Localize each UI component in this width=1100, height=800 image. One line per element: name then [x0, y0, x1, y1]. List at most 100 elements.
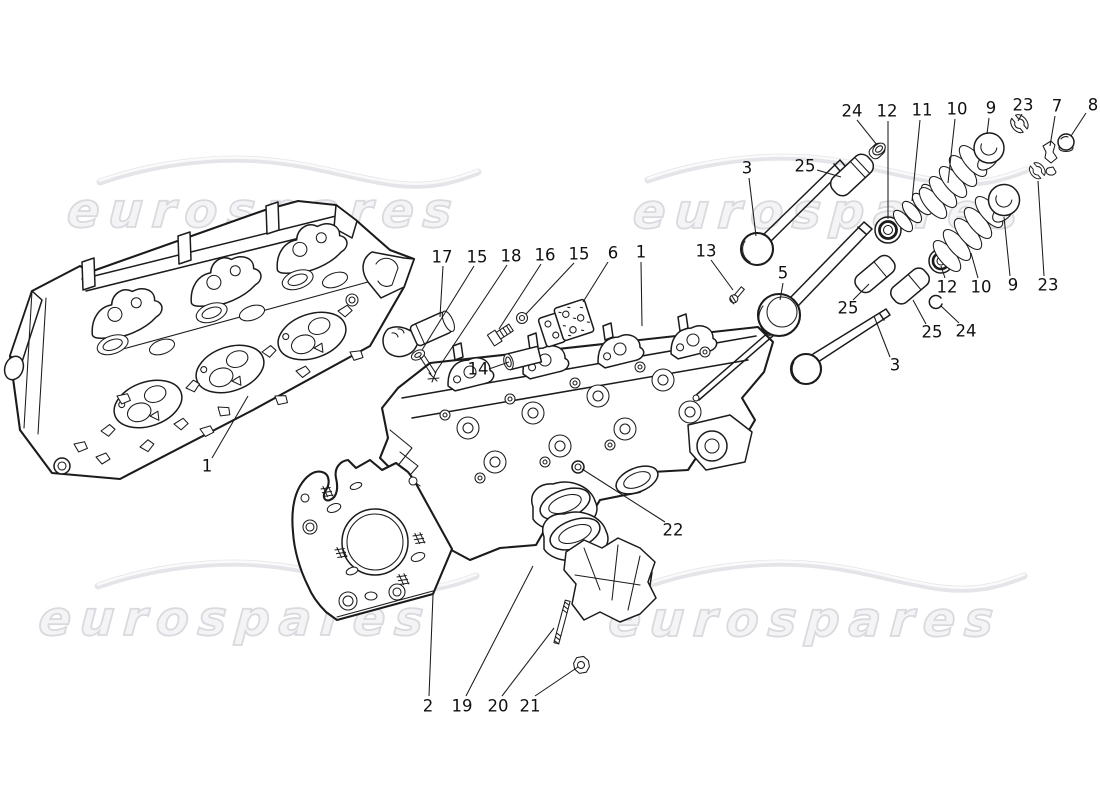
leader-line-18-12 — [434, 264, 508, 374]
nut-21 — [573, 655, 590, 674]
callout-15-11: 15 — [467, 248, 488, 267]
collets-23b — [1029, 162, 1046, 180]
leader-line-1-16 — [640, 261, 643, 327]
leader-line-24-0 — [856, 119, 878, 146]
leader-line-15-11 — [421, 265, 475, 351]
leader-line-6-15 — [582, 261, 609, 303]
leader-line-23-26 — [1037, 180, 1045, 277]
callout-11-2: 11 — [912, 101, 933, 120]
valve-3-upper — [739, 159, 847, 267]
callout-1-16: 1 — [636, 243, 647, 262]
dowel-tube-14 — [503, 345, 543, 371]
heat-shield — [563, 537, 657, 623]
leader-line-11-2 — [911, 119, 921, 202]
leader-line-3-8 — [748, 177, 757, 237]
callout-25-27: 25 — [922, 323, 943, 342]
spring-retainer-9b — [987, 183, 1021, 223]
circlip-24b — [928, 294, 943, 310]
leader-line-24-28 — [940, 305, 960, 324]
leader-line-9-25 — [1003, 216, 1011, 277]
callout-15-14: 15 — [569, 245, 590, 264]
leader-line-10-24 — [970, 252, 979, 279]
callout-24-0: 24 — [842, 102, 863, 121]
leader-line-3-29 — [873, 315, 891, 358]
callout-18-12: 18 — [501, 247, 522, 266]
spring-retainer-9a — [973, 132, 1005, 171]
leader-line-12-23 — [940, 265, 946, 279]
callout-10-3: 10 — [947, 100, 968, 119]
callout-24-28: 24 — [956, 322, 977, 341]
spark-plug-wells — [148, 271, 349, 356]
valve-guide-25c — [890, 267, 930, 305]
watermark-bottom-left: eurospares — [36, 562, 476, 648]
callout-5-18: 5 — [778, 264, 789, 283]
callout-23-5: 23 — [1013, 96, 1034, 115]
leader-line-10-3 — [947, 118, 956, 184]
leader-line-13-17 — [710, 259, 734, 291]
callout-25-22: 25 — [838, 299, 859, 318]
leader-line-23-5 — [1017, 113, 1023, 122]
callout-23-26: 23 — [1038, 276, 1059, 295]
callout-22-21: 22 — [663, 521, 684, 540]
leader-line-22-21 — [581, 468, 666, 523]
leader-line-2-30 — [428, 594, 434, 697]
washer-15a — [410, 349, 426, 361]
callout-9-25: 9 — [1008, 276, 1019, 295]
leader-line-14-19 — [488, 361, 510, 370]
callout-14-19: 14 — [468, 360, 489, 379]
callout-6-15: 6 — [608, 244, 619, 263]
valve-5-centre — [756, 221, 873, 338]
bolt-16 — [486, 323, 514, 347]
leader-line-17-10 — [439, 265, 444, 318]
callout-16-13: 16 — [535, 246, 556, 265]
leader-line-25-27 — [912, 299, 927, 325]
stud-20 — [553, 599, 571, 645]
callout-3-8: 3 — [742, 159, 753, 178]
leader-line-25-9 — [816, 169, 842, 178]
callout-19-31: 19 — [452, 697, 473, 716]
exploded-cylinder-head — [378, 313, 790, 619]
leader-line-5-18 — [779, 282, 784, 301]
valve-guide-25b — [854, 254, 896, 294]
half-ring-7 — [1042, 140, 1058, 176]
callout-7-6: 7 — [1052, 97, 1063, 116]
valve-guide-25a — [829, 153, 875, 197]
callout-3-29: 3 — [890, 356, 901, 375]
callout-21-33: 21 — [520, 697, 541, 716]
leader-line-8-7 — [1070, 112, 1087, 137]
callout-25-9: 25 — [795, 157, 816, 176]
leader-line-19-31 — [465, 565, 534, 697]
union-17 — [382, 310, 455, 358]
callout-10-24: 10 — [971, 278, 992, 297]
stud-18 — [419, 354, 440, 383]
core-plug-22 — [571, 460, 585, 474]
leader-line-21-33 — [534, 666, 579, 697]
head-gasket — [291, 458, 454, 622]
watermark-bottom-right: eurospares — [606, 562, 1024, 649]
callout-17-10: 17 — [432, 248, 453, 267]
valve-seal-24a — [872, 142, 886, 156]
plug-13 — [729, 286, 745, 305]
exhaust-flanges — [531, 465, 659, 562]
washer-15b — [515, 311, 529, 325]
cam-cap-6 — [537, 298, 595, 348]
leader-line-20-32 — [501, 627, 555, 697]
callout-12-1: 12 — [877, 102, 898, 121]
callout-13-17: 13 — [696, 242, 717, 261]
callout-12-23: 12 — [937, 278, 958, 297]
leader-line-16-13 — [498, 263, 542, 330]
valve-3-lower — [789, 308, 891, 386]
callout-9-4: 9 — [986, 99, 997, 118]
collets-23a — [1010, 114, 1029, 134]
leader-line-1-20 — [211, 395, 249, 459]
leader-line-15-14 — [525, 262, 575, 315]
callout-20-32: 20 — [488, 697, 509, 716]
cap-8 — [1057, 133, 1075, 153]
leader-line-7-6 — [1049, 115, 1056, 147]
watermark-text: eurospares — [607, 592, 1004, 648]
callout-8-7: 8 — [1088, 96, 1099, 115]
assembled-cylinder-head — [3, 199, 416, 481]
callout-2-30: 2 — [423, 697, 434, 716]
